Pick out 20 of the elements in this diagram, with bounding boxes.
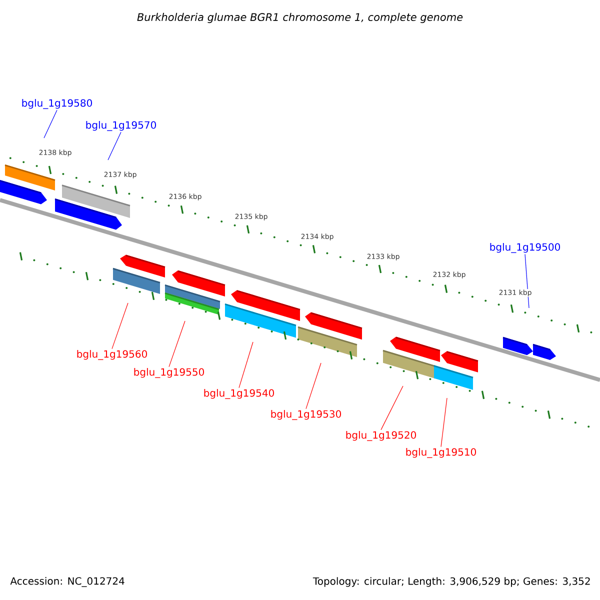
genome-info-text: Topology: circular; Length: 3,906,529 bp; Genes: 3,352 xyxy=(312,577,590,587)
gene-label: bglu_1g19570 xyxy=(86,121,156,131)
gene-label: bglu_1g19540 xyxy=(204,389,274,399)
accession-text: Accession: NC_012724 xyxy=(10,577,124,587)
gene-label: bglu_1g19560 xyxy=(77,350,147,360)
gene-label: bglu_1g19500 xyxy=(490,243,560,253)
gene-label: bglu_1g19520 xyxy=(346,431,416,441)
gene-label: bglu_1g19530 xyxy=(271,410,342,420)
title: Burkholderia glumae BGR1 chromosome 1, complete genome xyxy=(137,12,463,24)
leader-line xyxy=(238,342,254,388)
leader-line xyxy=(380,386,404,430)
gene-label: bglu_1g19580 xyxy=(22,99,92,109)
gene-label: bglu_1g19550 xyxy=(134,368,204,378)
leader-line xyxy=(108,132,122,160)
leader-line xyxy=(168,320,186,368)
leader-line xyxy=(440,398,448,448)
leader-line xyxy=(44,110,58,138)
gene-label: bglu_1g19510 xyxy=(406,448,476,458)
leader-line xyxy=(112,302,128,350)
leader-line xyxy=(306,362,322,410)
